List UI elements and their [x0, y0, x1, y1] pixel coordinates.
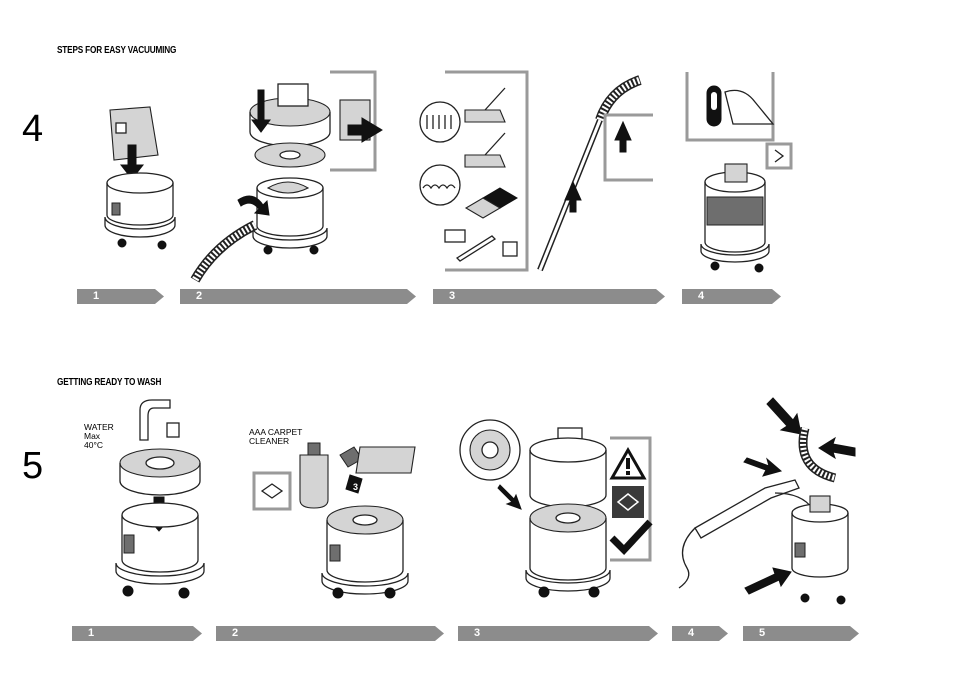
cleaner-label-line: CLEANER	[249, 436, 290, 446]
cap-number: 3	[353, 482, 358, 492]
cleaner-label-line: AAA CARPET	[249, 427, 303, 437]
step-number: 2	[196, 290, 203, 302]
step-bar-vacuuming-4: 4	[682, 289, 781, 304]
step-number: 5	[759, 627, 766, 639]
water-label-line: 40°C	[84, 440, 103, 450]
fill-water-illustration	[115, 399, 205, 599]
section-heading-vacuuming: STEPS FOR EASY VACUUMING	[57, 45, 177, 56]
add-cleaner-illustration: 3	[252, 442, 416, 599]
switch-on-illustration	[685, 72, 793, 273]
step-bar-vacuuming-3: 3	[433, 289, 665, 304]
hose-connect-illustration	[678, 397, 856, 605]
step-number: 2	[232, 627, 239, 639]
step-bar-wash-4: 4	[672, 626, 728, 641]
section-number-vacuuming: 4	[22, 108, 44, 150]
water-label: WATER Max 40°C	[84, 423, 114, 450]
water-label-line: WATER	[84, 422, 114, 432]
step-number: 4	[688, 627, 695, 639]
step-bar-wash-2: 2	[216, 626, 444, 641]
wash-head-illustration	[459, 419, 653, 598]
step-number: 3	[474, 627, 481, 639]
step-number: 1	[93, 290, 100, 302]
cleaner-label: AAA CARPET CLEANER	[249, 428, 302, 446]
section-heading-wash: GETTING READY TO WASH	[57, 377, 162, 388]
bag-insert-illustration	[104, 106, 176, 250]
tools-wand-illustration	[419, 70, 653, 272]
step-bar-vacuuming-2: 2	[180, 289, 416, 304]
step-bar-wash-5: 5	[743, 626, 859, 641]
section-number-wash: 5	[22, 445, 44, 487]
step-number: 4	[698, 290, 705, 302]
step-bar-wash-3: 3	[458, 626, 658, 641]
step-number: 3	[449, 290, 456, 302]
lid-hose-illustration	[190, 70, 383, 283]
step-bar-vacuuming-1: 1	[77, 289, 164, 304]
step-number: 1	[88, 627, 95, 639]
step-bar-wash-1: 1	[72, 626, 202, 641]
water-label-line: Max	[84, 431, 101, 441]
